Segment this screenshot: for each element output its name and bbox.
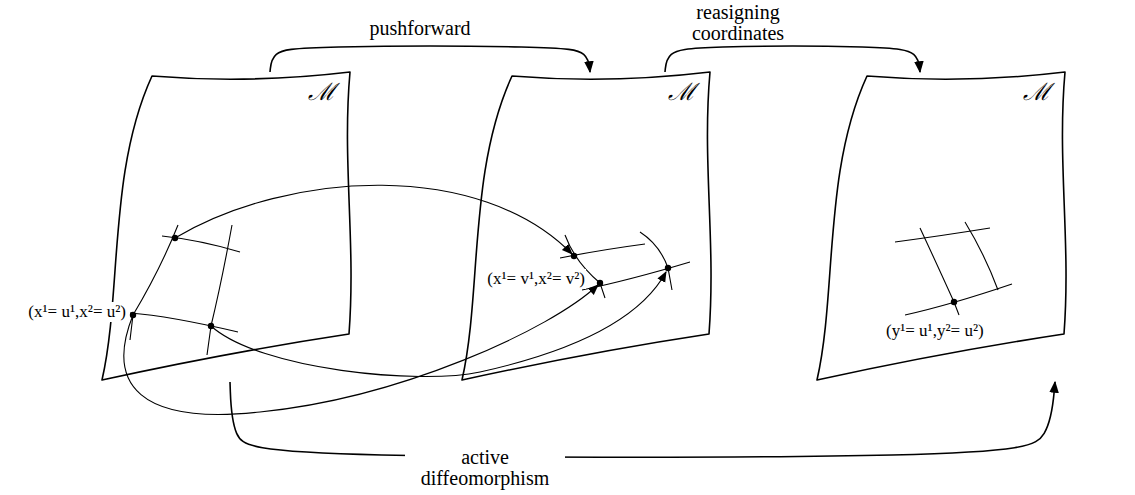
point-dot [665,265,671,271]
point-dot [951,299,957,305]
coordinate-label: (y¹= u¹,y²= u²) [885,321,985,341]
coordinate-line [920,228,959,315]
manifold-symbol: ℳ [1023,80,1051,104]
sheet-border [817,72,1066,380]
coordinate-line [130,313,238,332]
point-dot [172,235,178,241]
manifold-sheet: ℳ [100,72,352,382]
coordinate-line [905,284,1012,315]
coordinate-line [640,232,672,290]
coordinate-label: (x¹= u¹,x²= u²) [27,302,127,322]
manifold-sheet: ℳ [460,72,712,382]
mapping-arrow [175,185,572,254]
coordinate-label: (x¹= v¹,x²= v²) [486,269,586,289]
coordinate-line [582,262,690,290]
coordinate-line [965,222,998,290]
arrow-label: pushforward [346,18,494,39]
sheet-outline [100,72,352,382]
manifold-symbol: ℳ [308,80,336,104]
point-dot [208,323,214,329]
sheet-border [102,72,351,380]
manifold-symbol: ℳ [668,80,696,104]
point-dot [130,312,136,318]
arrow-label: active diffeomorphism [405,447,565,489]
sheet-outline [460,72,712,382]
point-dot [571,253,577,259]
arrow-label: reasigning coordinates [678,2,798,44]
mapping-arrow [124,285,598,414]
mapping-connector [665,46,920,72]
mapping-connector [270,46,590,72]
mapping-connector [230,382,1055,457]
point-dot [597,280,603,286]
coordinate-line [130,225,178,340]
sheet-border [462,72,711,380]
mapping-arrow [211,272,666,377]
